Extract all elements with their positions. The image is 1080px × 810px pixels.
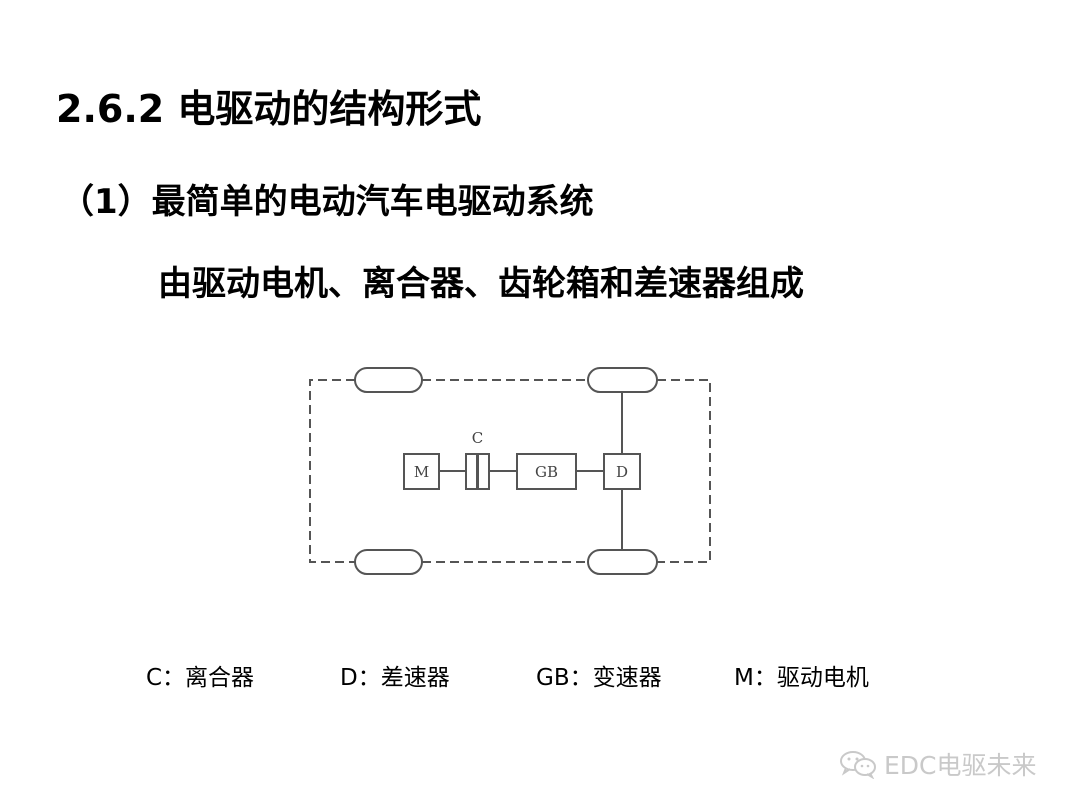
wheel-rear-left bbox=[354, 549, 423, 575]
wheel-front-right bbox=[587, 367, 658, 393]
legend-differential: D：差速器 bbox=[340, 665, 450, 691]
vehicle-outline-left bbox=[309, 379, 355, 563]
wheel-front-left bbox=[354, 367, 423, 393]
legend-motor: M：驱动电机 bbox=[734, 665, 869, 691]
motor-label: M bbox=[414, 463, 429, 481]
legend-clutch: C：离合器 bbox=[146, 665, 255, 691]
legend-gearbox: GB：变速器 bbox=[536, 665, 662, 691]
slide-heading: 2.6.2 电驱动的结构形式 bbox=[56, 87, 482, 131]
watermark-text: EDC电驱未来 bbox=[884, 751, 1037, 780]
gearbox-box bbox=[516, 453, 577, 490]
slide-subheading: （1）最简单的电动汽车电驱动系统 bbox=[60, 182, 594, 222]
vehicle-outline-right bbox=[657, 379, 711, 563]
clutch-label: C bbox=[472, 429, 483, 447]
differential-box bbox=[603, 453, 641, 490]
wechat-icon bbox=[840, 751, 876, 779]
wheel-rear-right bbox=[587, 549, 658, 575]
watermark: EDC电驱未来 bbox=[838, 748, 1037, 780]
differential-label: D bbox=[616, 463, 628, 481]
slide-description: 由驱动电机、离合器、齿轮箱和差速器组成 bbox=[158, 264, 804, 304]
clutch-plate-left bbox=[465, 453, 478, 490]
clutch-plate-right bbox=[477, 453, 490, 490]
motor-box bbox=[403, 453, 440, 490]
gearbox-label: GB bbox=[535, 463, 558, 481]
